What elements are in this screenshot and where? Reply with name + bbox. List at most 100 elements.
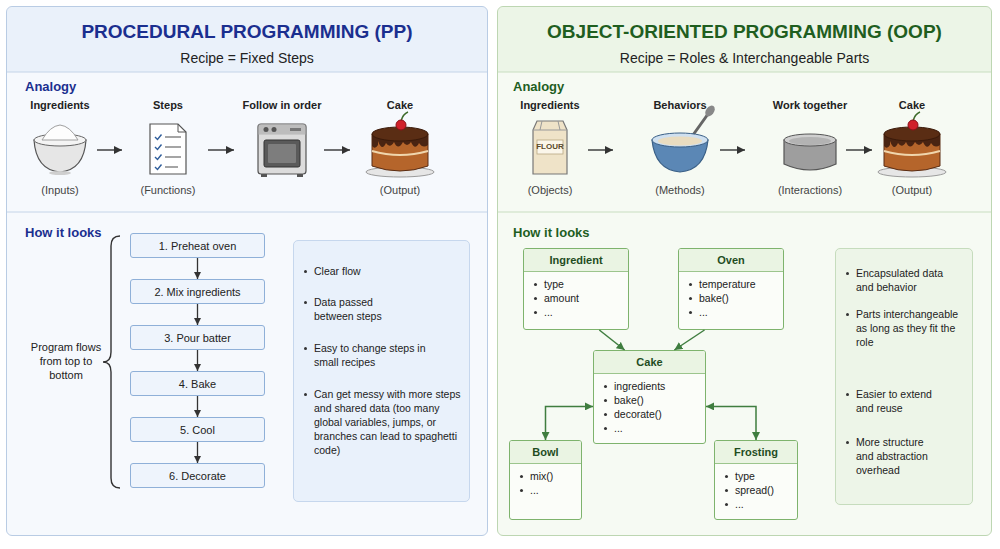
oven-display: [290, 128, 301, 131]
oven-knob: [272, 127, 277, 132]
bullet-dot: [846, 393, 849, 396]
bullet-dot: [846, 272, 849, 275]
analogy-label: Ingredients: [495, 99, 605, 111]
bullet-item: bake(): [679, 291, 783, 305]
class-members: typespread()...: [715, 464, 797, 511]
pan-inside: [789, 137, 831, 145]
text-lines: [165, 137, 181, 167]
step-text: 6. Decorate: [169, 470, 226, 482]
process-box: 5. Cool: [130, 417, 265, 442]
step-text: 1. Preheat oven: [159, 240, 237, 252]
cake-illustration: [878, 112, 946, 177]
bullet-text: More structure and abstraction overhead: [856, 436, 928, 476]
oven-glass: [268, 144, 296, 163]
bullet-text: Data passed between steps: [314, 296, 382, 322]
divider: [498, 72, 991, 73]
bowl-base: [49, 171, 71, 175]
bullet-item: Easier to extend and reuse: [836, 387, 951, 415]
class-members: temperaturebake()...: [679, 272, 783, 319]
bullet-item: More structure and abstraction overhead: [836, 435, 944, 477]
connector-arrow: [197, 304, 198, 325]
flow-arrow: [720, 149, 745, 150]
panel: OBJECT-ORIENTED PROGRAMMING (OOP)Recipe …: [497, 6, 992, 536]
bullet-item: Can get messy with more steps and shared…: [294, 387, 470, 457]
bullet-item: type: [524, 277, 628, 291]
bullet-item: Easy to change steps in small recipes: [294, 341, 429, 369]
bullet-dot: [520, 489, 523, 492]
bullet-dot: [725, 475, 728, 478]
bullet-dot: [604, 427, 607, 430]
bullet-text: Clear flow: [314, 265, 361, 277]
analogy-caption: (Functions): [113, 184, 223, 196]
analogy-label: Cake: [345, 99, 455, 111]
bullet-dot: [520, 475, 523, 478]
bullet-text: bake(): [699, 292, 729, 304]
bullet-dot: [604, 385, 607, 388]
panel-title: PROCEDURAL PROGRAMMING (PP): [7, 21, 487, 43]
panel-fill: [7, 7, 488, 536]
analogy-caption: (Interactions): [755, 184, 865, 196]
flow-arrow: [588, 149, 613, 150]
class-members: typeamount...: [524, 272, 628, 319]
bullet-text: Easier to extend and reuse: [856, 388, 932, 414]
bullet-dot: [534, 311, 537, 314]
panel-subtitle: Recipe = Fixed Steps: [7, 50, 487, 66]
analogy-label: Work together: [755, 99, 865, 111]
page-fold: [178, 124, 186, 132]
bullet-dot: [304, 301, 307, 304]
bullet-dot: [304, 347, 307, 350]
bullet-dot: [689, 311, 692, 314]
divider: [7, 212, 487, 213]
connector-arrow: [546, 406, 594, 440]
section-heading: Analogy: [513, 79, 564, 94]
analogy-label: Follow in order: [227, 99, 337, 111]
bullet-dot: [689, 297, 692, 300]
class-box: Cakeingredientsbake()decorate()...: [593, 350, 706, 444]
analogy-caption: (Objects): [495, 184, 605, 196]
bullet-item: ingredients: [594, 379, 705, 393]
batter: [658, 137, 702, 146]
bullet-dot: [689, 283, 692, 286]
bullet-item: spread(): [715, 483, 797, 497]
bullet-dot: [725, 503, 728, 506]
oven-panel: [259, 125, 306, 135]
bullet-item: amount: [524, 291, 628, 305]
bracket-note: Program flows from top to bottom: [30, 340, 102, 382]
oven-foot: [261, 174, 267, 177]
bullet-dot: [604, 413, 607, 416]
bullet-item: ...: [524, 305, 628, 319]
bullet-item: Parts interchangeable as long as they fi…: [836, 307, 968, 349]
bullet-text: Easy to change steps in small recipes: [314, 342, 426, 368]
flow-arrow: [97, 149, 122, 150]
process-box: 2. Mix ingredients: [130, 279, 265, 304]
connector-arrow: [197, 442, 198, 463]
class-members: ingredientsbake()decorate()...: [594, 374, 705, 435]
bullet-text: type: [735, 470, 755, 482]
class-box: Frostingtypespread()...: [714, 440, 798, 520]
panel-subtitle: Recipe = Roles & Interchangeable Parts: [498, 50, 991, 66]
bullet-item: decorate(): [594, 407, 705, 421]
connector-arrow: [674, 330, 704, 350]
class-box: Oventemperaturebake()...: [678, 248, 784, 330]
analogy-label: Behaviors: [625, 99, 735, 111]
analogy-caption: (Output): [345, 184, 455, 196]
bullet-dot: [846, 313, 849, 316]
bullet-item: mix(): [510, 469, 581, 483]
bullet-text: ...: [530, 484, 539, 496]
connector-arrow: [599, 330, 624, 350]
oven-window: [264, 140, 300, 167]
cake-illustration: [366, 112, 434, 177]
oven-knob: [264, 127, 269, 132]
connector-arrow: [197, 350, 198, 371]
class-members: mix()...: [510, 464, 581, 497]
bullet-dot: [304, 270, 307, 273]
bullet-item: type: [715, 469, 797, 483]
panel-fill: [498, 7, 992, 536]
step-text: 3. Pour batter: [164, 332, 231, 344]
class-name: Oven: [679, 249, 783, 272]
bag-text: FLOUR: [495, 142, 605, 151]
bullet-item: ...: [594, 421, 705, 435]
bullet-item: temperature: [679, 277, 783, 291]
bullet-dot: [846, 441, 849, 444]
